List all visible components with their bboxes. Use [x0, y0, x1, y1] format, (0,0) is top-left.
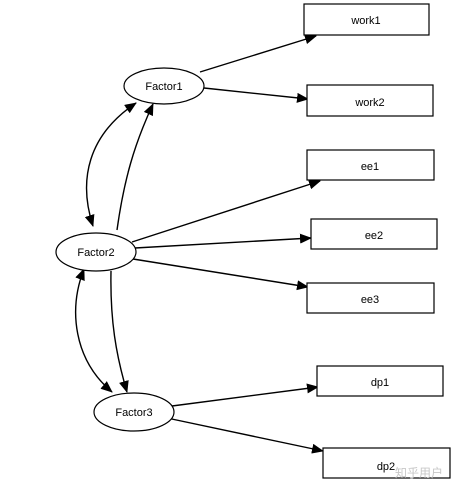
loading-factor2-ee2	[134, 233, 312, 249]
indicator-box-ee2: ee2	[310, 218, 438, 250]
loading-factor2-ee3	[132, 258, 309, 291]
loading-factor2-ee1	[131, 179, 321, 243]
indicator-box-dp1: dp1	[316, 365, 444, 397]
covariance-factor1-factor2-outer	[84, 102, 137, 227]
dp1-label: dp1	[371, 377, 389, 389]
ee3-label: ee3	[361, 294, 379, 306]
loading-factor1-work1	[199, 34, 317, 73]
loading-factor3-dp2	[166, 417, 324, 454]
indicator-box-work2: work2	[306, 84, 434, 117]
work2-label: work2	[354, 97, 384, 109]
work1-label: work1	[350, 15, 380, 27]
path-factor2-factor1-inner	[116, 103, 154, 231]
watermark-text: 知乎用户	[395, 465, 443, 480]
indicator-box-work1: work1	[303, 3, 430, 36]
factor3-label: Factor3	[115, 407, 152, 419]
indicator-box-dp2: dp2	[322, 447, 451, 479]
factor2-label: Factor2	[77, 247, 114, 259]
dp2-label: dp2	[377, 461, 395, 473]
loading-factor1-work2	[203, 87, 309, 103]
indicator-box-ee3: ee3	[306, 282, 435, 314]
covariance-factor2-factor3-outer	[75, 268, 113, 393]
latent-factor-2: Factor2	[55, 232, 137, 272]
path-factor2-factor3-inner	[110, 270, 129, 393]
factor1-label: Factor1	[145, 81, 182, 93]
latent-factor-3: Factor3	[93, 392, 175, 432]
indicator-box-ee1: ee1	[306, 149, 435, 181]
latent-factor-1: Factor1	[123, 67, 205, 105]
ee2-label: ee2	[365, 230, 383, 242]
ee1-label: ee1	[361, 161, 379, 173]
loading-factor3-dp1	[171, 383, 319, 407]
